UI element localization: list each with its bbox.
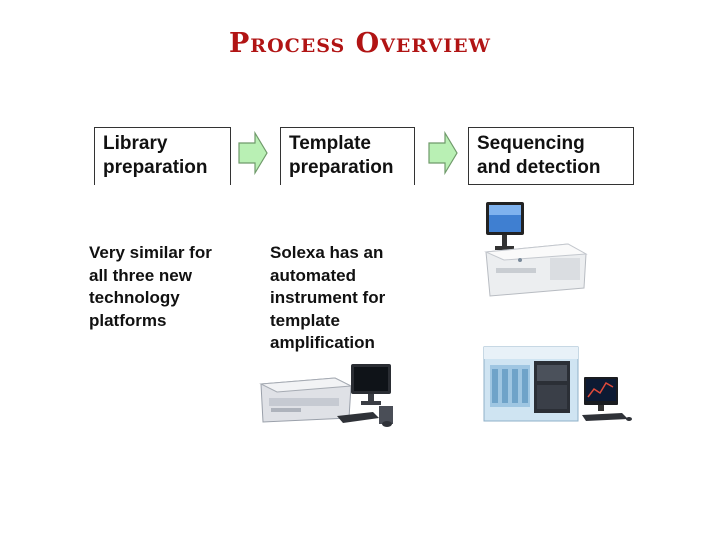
template-instrument-image: [259, 364, 393, 427]
genome-analyzer-image: [483, 346, 632, 422]
step-box-library-preparation: Library preparation: [94, 127, 231, 185]
arrow-right-icon: [238, 130, 268, 176]
template-prep-note: Solexa has an automated instrument for t…: [270, 243, 386, 352]
step-label: Library preparation: [103, 133, 208, 178]
page-title: Process Overview: [229, 28, 491, 59]
step-label: Template preparation: [289, 133, 394, 178]
step-box-sequencing-and-detection: Sequencing and detection: [468, 127, 634, 185]
step-box-template-preparation: Template preparation: [280, 127, 415, 185]
arrow-right-icon: [428, 130, 458, 176]
library-prep-note: Very similar for all three new technolog…: [89, 243, 212, 330]
step-label: Sequencing and detection: [477, 133, 601, 178]
sequencer-instrument-image: [484, 202, 588, 297]
